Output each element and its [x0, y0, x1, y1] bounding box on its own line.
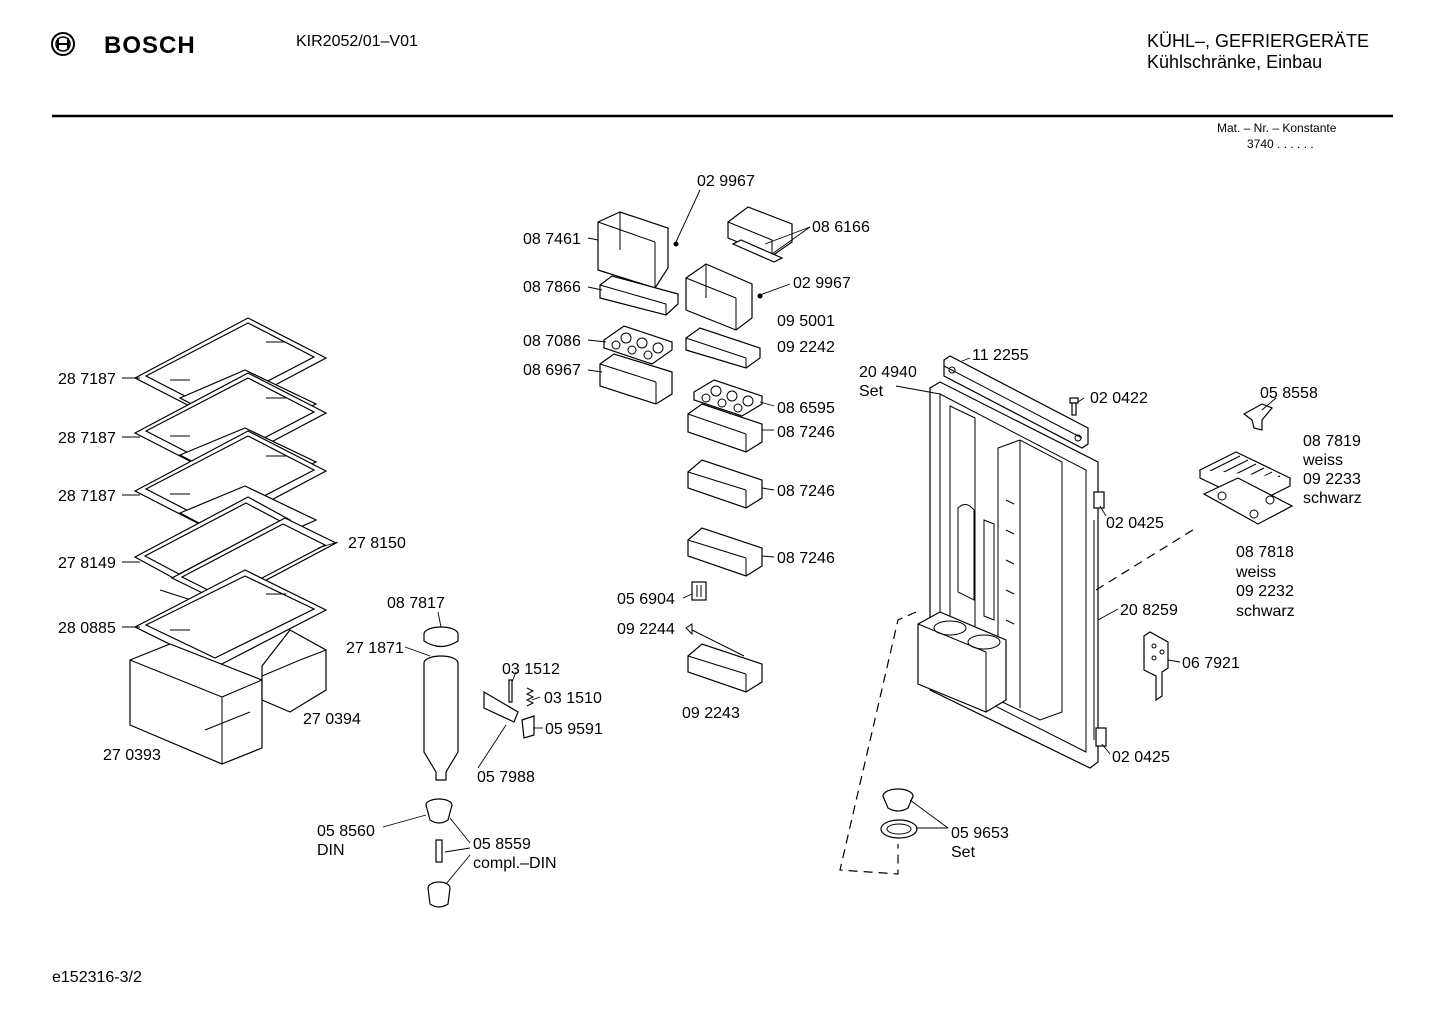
label-08-6967: 08 6967	[523, 362, 581, 379]
label-09-2244: 09 2244	[617, 621, 675, 638]
label-27-1871: 27 1871	[346, 640, 404, 657]
label-08-7817: 08 7817	[387, 595, 445, 612]
label-08-7086: 08 7086	[523, 333, 581, 350]
label-02-0422: 02 0422	[1090, 390, 1148, 407]
butter-compartment-tray	[599, 275, 679, 316]
label-28-0885: 28 0885	[58, 620, 116, 637]
bottle-retainer	[691, 581, 707, 601]
dispenser-lever	[483, 690, 519, 723]
label-02-0425-a: 02 0425	[1106, 515, 1164, 532]
water-tank-reservoir	[917, 611, 1007, 713]
label-05-8560: 05 8560	[317, 823, 375, 840]
bottle-bin	[687, 643, 763, 693]
label-08-6166: 08 6166	[812, 219, 870, 236]
water-bottle	[423, 655, 459, 781]
bottle-bin-divider	[685, 623, 745, 657]
label-08-7246-a: 08 7246	[777, 424, 835, 441]
egg-tray-1	[603, 325, 673, 365]
label-09-2242: 09 2242	[777, 339, 835, 356]
label-20-4940: 20 4940	[859, 364, 917, 381]
label-schwarz-b: schwarz	[1236, 603, 1295, 620]
hinge-clip	[1242, 403, 1273, 431]
label-02-9967-a: 02 9967	[697, 173, 755, 190]
door-hinge-cover-bottom	[1095, 727, 1107, 747]
label-27-8149: 27 8149	[58, 555, 116, 572]
label-11-2255: 11 2255	[972, 347, 1029, 364]
label-08-7246-b: 08 7246	[777, 483, 835, 500]
label-05-8558: 05 8558	[1260, 385, 1318, 402]
label-set-a: Set	[859, 383, 884, 400]
egg-tray-2	[693, 379, 763, 417]
door-bin-3	[687, 527, 763, 577]
door-hinge-cover-top	[1093, 491, 1105, 509]
dairy-compartment-lid	[685, 263, 753, 331]
label-03-1510: 03 1510	[544, 690, 602, 707]
tank-seal-cap	[882, 788, 914, 812]
label-28-7187-b: 28 7187	[58, 430, 116, 447]
label-02-0425-b: 02 0425	[1112, 749, 1170, 766]
bottle-cap	[423, 626, 459, 648]
label-27-0394: 27 0394	[303, 711, 361, 728]
label-05-8559: 05 8559	[473, 836, 531, 853]
valve-spring	[525, 687, 535, 707]
label-05-7988: 05 7988	[477, 769, 535, 786]
cheese-box-cover	[727, 206, 793, 263]
lever-clip	[521, 715, 535, 739]
butter-compartment-lid	[597, 211, 669, 289]
label-08-6595: 08 6595	[777, 400, 835, 417]
label-05-6904: 05 6904	[617, 591, 675, 608]
crisper-drawer-left	[129, 643, 263, 765]
label-09-2232: 09 2232	[1236, 583, 1294, 600]
mat-value: 3740 . . . . . .	[1247, 137, 1314, 151]
label-28-7187-c: 28 7187	[58, 488, 116, 505]
label-compl-din: compl.–DIN	[473, 855, 557, 872]
door-bin-1	[687, 403, 763, 453]
category-subtitle: Kühlschränke, Einbau	[1147, 52, 1322, 72]
tank-seal-ring	[880, 819, 918, 839]
valve-pin	[508, 679, 513, 703]
split-glass-shelf	[133, 496, 338, 607]
label-27-0393: 27 0393	[103, 747, 161, 764]
label-06-7921: 06 7921	[1182, 655, 1240, 672]
label-09-2233: 09 2233	[1303, 471, 1361, 488]
label-02-9967-b: 02 9967	[793, 275, 851, 292]
door-bin-2	[687, 459, 763, 509]
crisper-drawer-right	[261, 629, 327, 713]
label-set-b: Set	[951, 844, 976, 861]
label-27-8150: 27 8150	[348, 535, 406, 552]
dairy-compartment-tray	[685, 327, 761, 369]
hinge-screw	[1069, 397, 1079, 416]
label-03-1512: 03 1512	[502, 661, 560, 678]
label-08-7819: 08 7819	[1303, 433, 1361, 450]
mat-label: Mat. – Nr. – Konstante	[1217, 121, 1337, 135]
door-hinge-rail	[943, 355, 1089, 449]
label-09-2243: 09 2243	[682, 705, 740, 722]
label-schwarz-a: schwarz	[1303, 490, 1362, 507]
tap-seal	[425, 798, 453, 824]
category-title: KÜHL–, GEFRIERGERÄTE	[1147, 31, 1369, 51]
label-05-9591: 05 9591	[545, 721, 603, 738]
tap-knob	[427, 881, 451, 908]
brand-name: BOSCH	[104, 32, 196, 59]
door-bin-small	[599, 353, 673, 405]
label-weiss-b: weiss	[1235, 564, 1276, 581]
label-08-7461: 08 7461	[523, 231, 581, 248]
vent-grille-base	[1202, 477, 1294, 525]
label-08-7866: 08 7866	[523, 279, 581, 296]
label-20-8259: 20 8259	[1120, 602, 1178, 619]
label-08-7818: 08 7818	[1236, 544, 1294, 561]
model-number: KIR2052/01–V01	[296, 33, 418, 50]
label-05-9653: 05 9653	[951, 825, 1009, 842]
hinge-bracket	[1143, 631, 1169, 702]
label-09-5001: 09 5001	[777, 313, 835, 330]
label-08-7246-c: 08 7246	[777, 550, 835, 567]
label-din: DIN	[317, 842, 345, 859]
document-id: e152316-3/2	[52, 969, 142, 986]
label-28-7187-a: 28 7187	[58, 371, 116, 388]
tap-stem	[435, 839, 443, 863]
bosch-logo-icon	[51, 32, 75, 56]
label-weiss-a: weiss	[1302, 452, 1343, 469]
glass-shelf-bottom	[133, 569, 328, 668]
